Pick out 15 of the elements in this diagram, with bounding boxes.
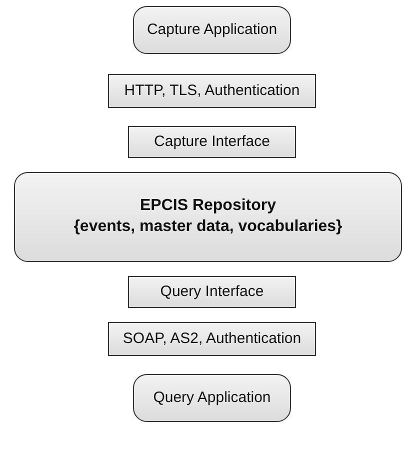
application-box: [133, 374, 291, 422]
box-title: HTTP, TLS, Authentication: [124, 81, 300, 101]
box-title: Query Interface: [160, 282, 264, 302]
box-title: Capture Application: [146, 20, 278, 40]
protocol-box: [108, 322, 316, 356]
protocol-box: [108, 74, 316, 108]
interface-box: [128, 126, 296, 158]
repository-box: [14, 172, 402, 262]
box-subtitle: {events, master data, vocabularies}: [74, 217, 342, 237]
interface-box: [128, 276, 296, 308]
application-box: [133, 6, 291, 54]
box-title: Query Application: [153, 388, 271, 408]
box-title: EPCIS Repository: [140, 196, 276, 216]
box-title: SOAP, AS2, Authentication: [122, 329, 302, 349]
box-title: Capture Interface: [154, 132, 270, 152]
